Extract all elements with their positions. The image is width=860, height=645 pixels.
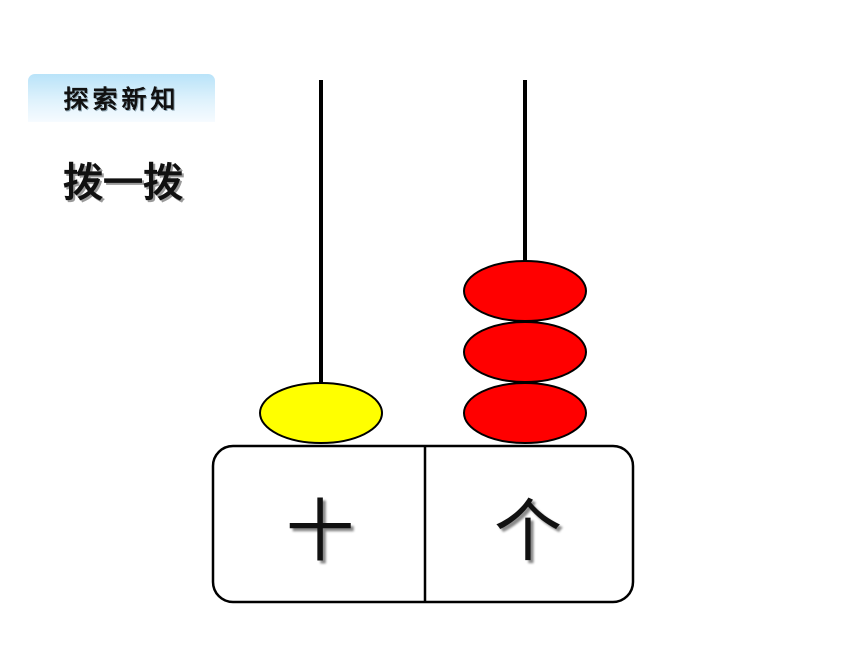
section-tag-label: 探索新知 (63, 85, 180, 114)
beads-ones (463, 260, 587, 444)
bead-ones (463, 260, 587, 322)
lesson-title: 拨一拨 (63, 160, 183, 206)
bead-ones (463, 321, 587, 383)
abacus-base (211, 444, 635, 604)
place-label-tens: 十 (285, 492, 354, 572)
beads-tens (259, 382, 383, 444)
section-tag: 探索新知 (28, 74, 215, 122)
place-label-ones: 个 (493, 492, 562, 572)
bead-tens (259, 382, 383, 444)
bead-ones (463, 382, 587, 444)
